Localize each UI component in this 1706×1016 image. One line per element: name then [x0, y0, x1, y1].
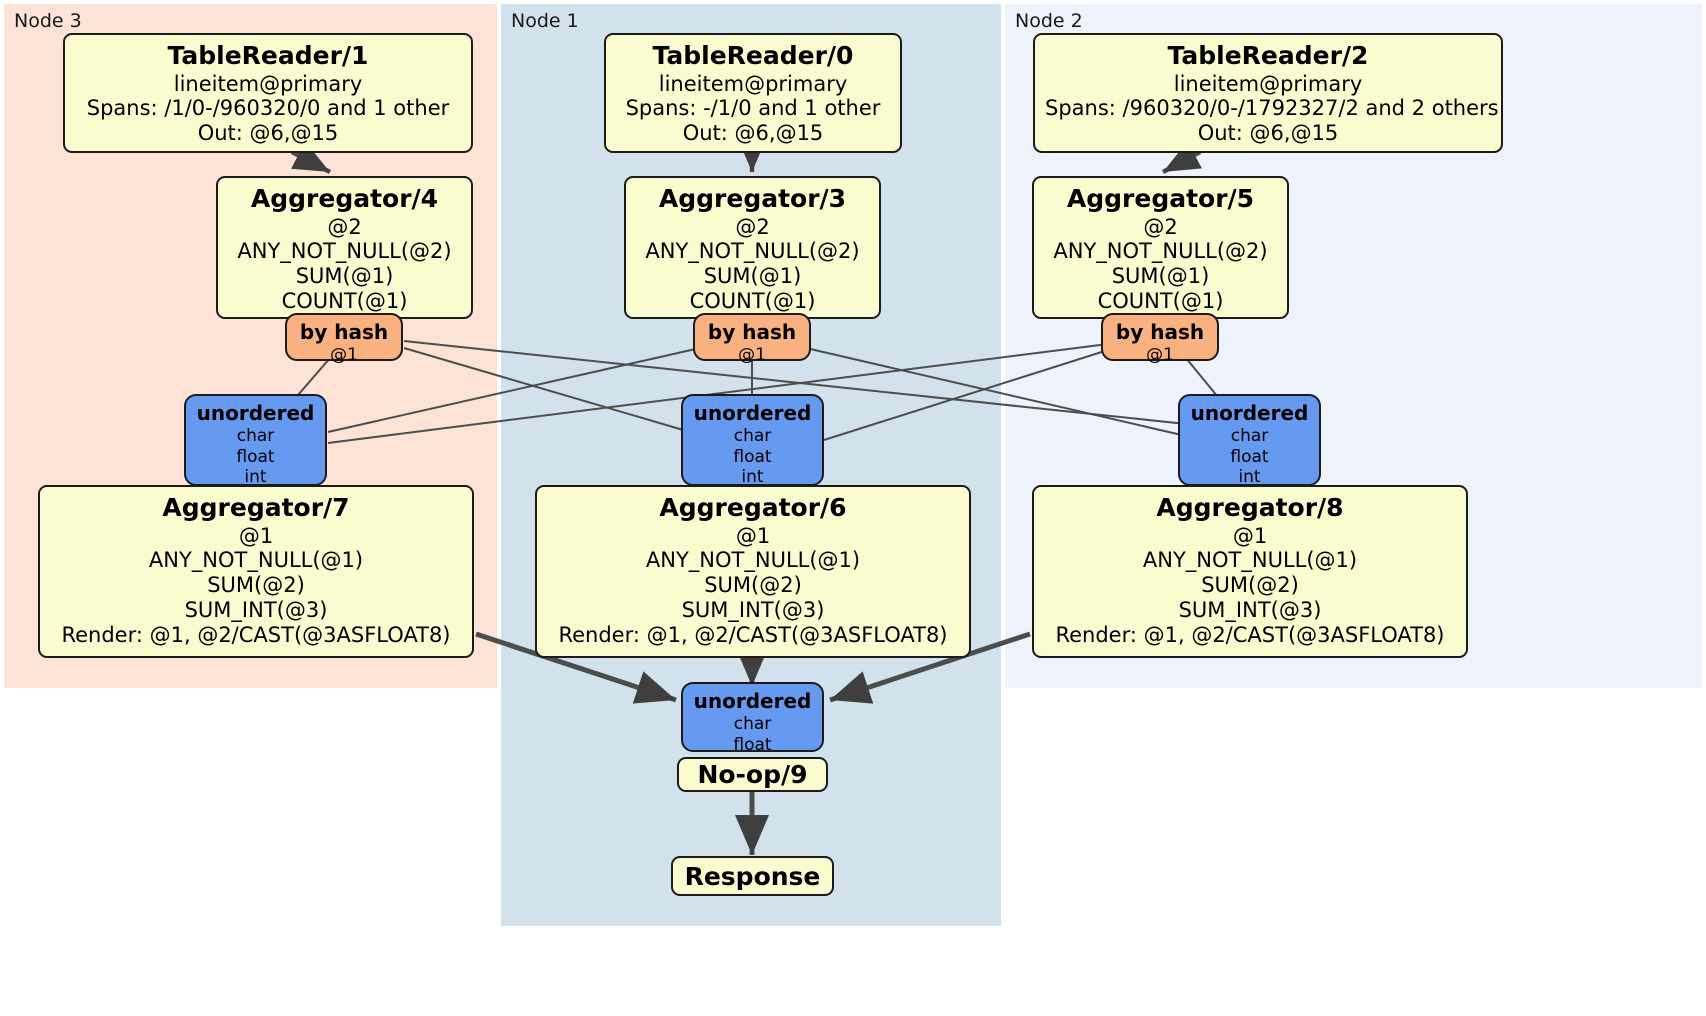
aggregator-4-line-1: @2 [327, 214, 362, 239]
node-aggregator-8[interactable]: Aggregator/8 @1 ANY_NOT_NULL(@1) SUM(@2)… [1032, 485, 1468, 658]
aggregator-7-line-3: SUM(@2) [207, 573, 305, 598]
table-reader-0-line-3: Out: @6,@15 [682, 121, 824, 146]
table-reader-0-line-1: lineitem@primary [658, 71, 848, 96]
router-unordered-right-line-3: int [1238, 467, 1261, 488]
node-table-reader-2[interactable]: TableReader/2 lineitem@primary Spans: /9… [1033, 33, 1503, 153]
router-unordered-mid-line-3: int [741, 467, 764, 488]
aggregator-3-line-2: ANY_NOT_NULL(@2) [645, 239, 860, 264]
node-aggregator-4[interactable]: Aggregator/4 @2 ANY_NOT_NULL(@2) SUM(@1)… [216, 176, 473, 319]
node-no-op-9[interactable]: No-op/9 [677, 757, 828, 792]
aggregator-7-title: Aggregator/7 [162, 493, 350, 522]
router-unordered-left-line-3: int [244, 467, 267, 488]
table-reader-0-line-2: Spans: -/1/0 and 1 other [625, 96, 881, 121]
aggregator-4-line-2: ANY_NOT_NULL(@2) [237, 239, 452, 264]
table-reader-1-line-2: Spans: /1/0-/960320/0 and 1 other [86, 96, 450, 121]
aggregator-3-line-3: SUM(@1) [703, 264, 802, 289]
router-by-hash-right[interactable]: by hash @1 [1101, 313, 1219, 365]
panel-node-3-label: Node 3 [14, 10, 82, 32]
panel-node-1-label: Node 1 [511, 10, 579, 32]
table-reader-1-line-3: Out: @6,@15 [197, 121, 339, 146]
node-aggregator-3[interactable]: Aggregator/3 @2 ANY_NOT_NULL(@2) SUM(@1)… [624, 176, 881, 319]
node-response[interactable]: Response [671, 856, 834, 896]
router-unordered-left-title: unordered [196, 401, 315, 425]
router-by-hash-left-line-1: @1 [330, 345, 358, 365]
aggregator-8-line-4: SUM_INT(@3) [1178, 597, 1322, 622]
router-unordered-right-line-2: float [1230, 446, 1269, 467]
aggregator-3-line-1: @2 [735, 214, 770, 239]
router-by-hash-left[interactable]: by hash @1 [285, 313, 403, 365]
aggregator-5-line-2: ANY_NOT_NULL(@2) [1053, 239, 1268, 264]
table-reader-1-line-1: lineitem@primary [173, 71, 363, 96]
aggregator-6-title: Aggregator/6 [659, 493, 847, 522]
router-unordered-left-line-2: float [236, 446, 275, 467]
aggregator-7-line-5: Render: @1, @2/CAST(@3ASFLOAT8) [61, 622, 451, 647]
aggregator-6-line-3: SUM(@2) [704, 573, 802, 598]
response-title: Response [684, 861, 821, 891]
node-aggregator-5[interactable]: Aggregator/5 @2 ANY_NOT_NULL(@2) SUM(@1)… [1032, 176, 1289, 319]
aggregator-8-line-5: Render: @1, @2/CAST(@3ASFLOAT8) [1055, 622, 1445, 647]
aggregator-6-line-4: SUM_INT(@3) [681, 597, 825, 622]
table-reader-2-line-1: lineitem@primary [1173, 71, 1363, 96]
aggregator-7-line-4: SUM_INT(@3) [184, 597, 328, 622]
router-unordered-mid-line-1: char [733, 426, 772, 446]
node-aggregator-6[interactable]: Aggregator/6 @1 ANY_NOT_NULL(@1) SUM(@2)… [535, 485, 971, 658]
router-unordered-left[interactable]: unordered char float int [184, 394, 327, 488]
router-by-hash-right-line-1: @1 [1146, 345, 1174, 365]
router-by-hash-mid[interactable]: by hash @1 [693, 313, 811, 365]
router-unordered-right[interactable]: unordered char float int [1178, 394, 1321, 488]
aggregator-3-line-4: COUNT(@1) [689, 288, 816, 313]
router-by-hash-right-title: by hash [1115, 320, 1205, 344]
router-unordered-mid-line-2: float [733, 446, 772, 467]
router-by-hash-mid-title: by hash [707, 320, 797, 344]
router-unordered-final-line-2: float [733, 734, 772, 755]
table-reader-2-title: TableReader/2 [1167, 41, 1369, 70]
node-table-reader-0[interactable]: TableReader/0 lineitem@primary Spans: -/… [604, 33, 902, 153]
router-unordered-left-line-1: char [236, 426, 275, 446]
panel-node-2-label: Node 2 [1015, 10, 1083, 32]
aggregator-5-title: Aggregator/5 [1066, 184, 1255, 213]
aggregator-6-line-5: Render: @1, @2/CAST(@3ASFLOAT8) [558, 622, 948, 647]
aggregator-4-title: Aggregator/4 [250, 184, 439, 213]
node-table-reader-1[interactable]: TableReader/1 lineitem@primary Spans: /1… [63, 33, 473, 153]
aggregator-3-title: Aggregator/3 [658, 184, 847, 213]
router-unordered-final[interactable]: unordered char float [681, 682, 824, 755]
aggregator-5-line-4: COUNT(@1) [1097, 288, 1224, 313]
aggregator-7-line-2: ANY_NOT_NULL(@1) [148, 548, 364, 573]
router-unordered-right-line-1: char [1230, 426, 1269, 446]
aggregator-8-line-3: SUM(@2) [1201, 573, 1299, 598]
node-aggregator-7[interactable]: Aggregator/7 @1 ANY_NOT_NULL(@1) SUM(@2)… [38, 485, 474, 658]
router-unordered-right-title: unordered [1190, 401, 1309, 425]
router-unordered-mid-title: unordered [693, 401, 812, 425]
aggregator-7-line-1: @1 [238, 523, 274, 548]
aggregator-8-title: Aggregator/8 [1156, 493, 1344, 522]
router-unordered-final-line-1: char [733, 714, 772, 734]
aggregator-5-line-3: SUM(@1) [1111, 264, 1210, 289]
table-reader-2-line-3: Out: @6,@15 [1197, 121, 1339, 146]
aggregator-8-line-1: @1 [1232, 523, 1268, 548]
table-reader-2-line-2: Spans: /960320/0-/1792327/2 and 2 others [1045, 96, 1499, 121]
aggregator-6-line-1: @1 [735, 523, 771, 548]
table-reader-0-title: TableReader/0 [652, 41, 854, 70]
router-by-hash-mid-line-1: @1 [738, 345, 766, 365]
router-unordered-mid[interactable]: unordered char float int [681, 394, 824, 488]
table-reader-1-title: TableReader/1 [167, 41, 369, 70]
aggregator-5-line-1: @2 [1143, 214, 1178, 239]
aggregator-4-line-4: COUNT(@1) [281, 288, 408, 313]
aggregator-6-line-2: ANY_NOT_NULL(@1) [645, 548, 861, 573]
router-unordered-final-title: unordered [693, 689, 812, 713]
no-op-9-title: No-op/9 [697, 760, 808, 789]
router-by-hash-left-title: by hash [299, 320, 389, 344]
aggregator-4-line-3: SUM(@1) [295, 264, 394, 289]
aggregator-8-line-2: ANY_NOT_NULL(@1) [1142, 548, 1358, 573]
